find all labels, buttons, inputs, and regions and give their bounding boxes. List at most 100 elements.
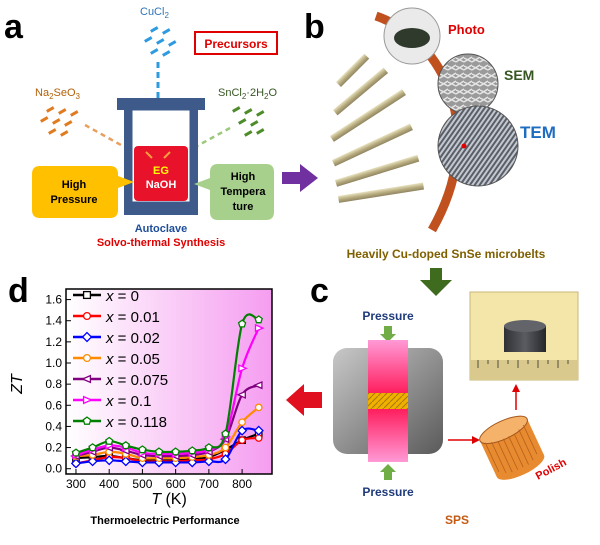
legend-item: x = 0.05 [73, 351, 160, 368]
panel-c: c Pressure Pressure [310, 272, 579, 527]
legend-label: x = 0.02 [105, 330, 160, 347]
red-arrow [286, 384, 322, 416]
y-axis-label: ZT [9, 373, 26, 395]
data-point [254, 315, 263, 324]
legend-item: x = 0.118 [73, 414, 167, 431]
legend-marker [82, 395, 94, 405]
y-ticks: 0.00.20.40.60.81.01.21.41.6 [45, 293, 71, 476]
plot-frame [65, 288, 273, 475]
pressure-bottom-label: Pressure [362, 485, 414, 499]
series-layer [70, 313, 265, 469]
y-tick-label: 1.0 [45, 356, 62, 370]
high-temp-line1: High [231, 171, 256, 183]
polish-disk [479, 415, 545, 480]
series-6 [71, 313, 263, 457]
polish-up-arrowhead [512, 384, 520, 392]
data-point [88, 443, 97, 452]
panel-b-caption: Heavily Cu-doped SnSe microbelts [347, 247, 546, 261]
autoclave-label: Autoclave [135, 223, 188, 235]
autoclave [117, 98, 205, 215]
sem-inset [437, 53, 499, 115]
high-pressure-line2: Pressure [50, 194, 97, 206]
x-tick-label: 600 [166, 477, 186, 491]
legend-item: x = 0.01 [73, 309, 160, 326]
tem-marker [461, 143, 467, 149]
data-point [87, 456, 98, 467]
panel-c-caption: SPS [445, 513, 469, 527]
y-tick-label: 0.8 [45, 377, 62, 391]
photo-label: Photo [448, 22, 485, 37]
data-point [70, 458, 82, 469]
legend-label: x = 0 [105, 288, 139, 305]
tem-inset [437, 105, 519, 187]
panel-c-letter: c [310, 272, 329, 310]
legend-label: x = 0.118 [105, 414, 167, 431]
y-tick-label: 0.2 [45, 441, 62, 455]
legend-marker [82, 353, 92, 363]
naoh-label: NaOH [146, 179, 177, 191]
sem-label: SEM [504, 67, 534, 83]
na2seo3-label: Na2SeO3 [35, 87, 81, 101]
series-2 [70, 425, 264, 469]
data-point [254, 323, 265, 333]
pressure-top-arrow [380, 326, 396, 342]
data-point [153, 457, 165, 468]
data-point [253, 425, 264, 436]
data-point [238, 418, 246, 427]
high-temperature-box [194, 164, 274, 220]
data-point [204, 443, 214, 452]
legend-label: x = 0.01 [105, 309, 160, 326]
legend-marker [81, 331, 93, 343]
panel-a: a CuCl2 Precursors Na2SeO3 [4, 6, 278, 249]
sps-sample [368, 393, 408, 409]
pellet-ruler [470, 360, 578, 380]
eg-label: EG [153, 165, 169, 177]
data-point [171, 447, 180, 456]
na2seo3-arrow [84, 123, 131, 152]
microbelts [330, 53, 425, 203]
legend-label: x = 0.05 [105, 351, 160, 368]
data-point [220, 454, 231, 465]
sncl2-label: SnCl2·2H2O [218, 87, 277, 101]
data-point [203, 456, 214, 467]
legend-item: x = 0.075 [73, 372, 168, 389]
data-point [138, 445, 147, 454]
high-temp-line3: ture [233, 201, 254, 213]
x-axis-label: T (K) [151, 491, 187, 508]
cucl2-crystals [144, 26, 177, 57]
legend-marker [80, 374, 92, 384]
legend-label: x = 0.075 [105, 372, 168, 389]
y-tick-label: 1.2 [45, 335, 62, 349]
data-point [254, 403, 263, 412]
data-point [104, 436, 114, 445]
data-point [238, 436, 246, 445]
y-tick-label: 0.0 [45, 462, 62, 476]
data-point [187, 446, 197, 455]
precursors-box [194, 31, 278, 55]
pressure-bottom-arrow [380, 464, 396, 480]
x-tick-label: 400 [99, 477, 119, 491]
data-point [254, 434, 263, 442]
y-tick-label: 1.4 [45, 314, 62, 328]
x-tick-label: 300 [66, 477, 86, 491]
precursors-label: Precursors [204, 37, 268, 51]
photo-powder [394, 28, 430, 48]
sncl2-crystals [232, 106, 265, 137]
panel-d-caption: Thermoelectric Performance [90, 515, 239, 527]
legend-marker [82, 416, 92, 425]
panel-b-letter: b [304, 8, 325, 46]
data-point [71, 448, 81, 457]
data-point [221, 443, 230, 452]
legend: x = 0 x = 0.01 x = 0.02 x = 0.05 x = 0.075 x … [73, 288, 168, 431]
legend-item: x = 0.1 [73, 393, 151, 410]
high-pressure-line1: High [62, 179, 87, 191]
x-tick-label: 800 [232, 477, 252, 491]
synthesis-label: Solvo-thermal Synthesis [97, 237, 225, 249]
pressure-top-label: Pressure [362, 309, 414, 323]
data-point [252, 381, 263, 390]
high-pressure-box [32, 166, 134, 218]
data-point [236, 390, 246, 399]
